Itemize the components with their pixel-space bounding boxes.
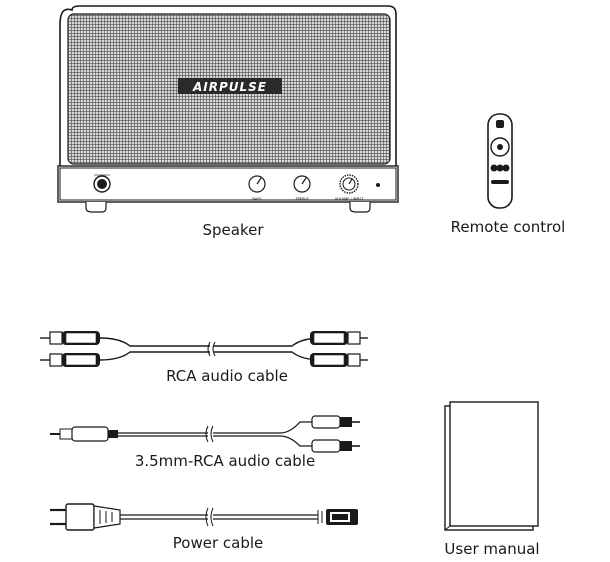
volume-knob: VOLUME / INPUT bbox=[335, 174, 364, 201]
power-cable-caption: Power cable bbox=[172, 534, 264, 552]
bass-label: BASS bbox=[252, 197, 262, 201]
treble-knob: TREBLE bbox=[293, 175, 311, 201]
bass-knob: BASS bbox=[248, 175, 266, 201]
power-connector bbox=[317, 509, 358, 525]
rca-plug-bottom bbox=[311, 439, 360, 453]
user-manual-caption: User manual bbox=[444, 540, 540, 558]
volume-label: VOLUME / INPUT bbox=[335, 197, 364, 201]
rca-cable-illustration bbox=[40, 331, 368, 367]
user-manual-illustration bbox=[444, 401, 539, 531]
status-led bbox=[376, 183, 380, 187]
brand-logo: AIRPULSE bbox=[192, 80, 267, 94]
rca-plug-right-top bbox=[310, 331, 368, 345]
remote-control-illustration bbox=[487, 113, 513, 209]
rca-cable-caption: RCA audio cable bbox=[166, 367, 288, 385]
jack-3-5mm-plug bbox=[50, 426, 118, 442]
speaker-illustration: AIRPULSE BASS TREBLE VOLUME / INPUT bbox=[57, 5, 399, 213]
rca-plug-top bbox=[311, 415, 360, 429]
power-cable-illustration bbox=[50, 503, 358, 531]
aux-cable-caption: 3.5mm-RCA audio cable bbox=[134, 452, 316, 470]
remote-caption: Remote control bbox=[450, 218, 566, 236]
rca-plug-left-top bbox=[40, 331, 100, 345]
rca-plug-left-bottom bbox=[40, 353, 100, 367]
input-knob bbox=[93, 174, 111, 193]
rca-plug-right-bottom bbox=[310, 353, 368, 367]
aux-cable-illustration bbox=[50, 415, 360, 453]
speaker-caption: Speaker bbox=[202, 221, 264, 239]
treble-label: TREBLE bbox=[294, 197, 308, 201]
power-plug bbox=[50, 503, 121, 531]
